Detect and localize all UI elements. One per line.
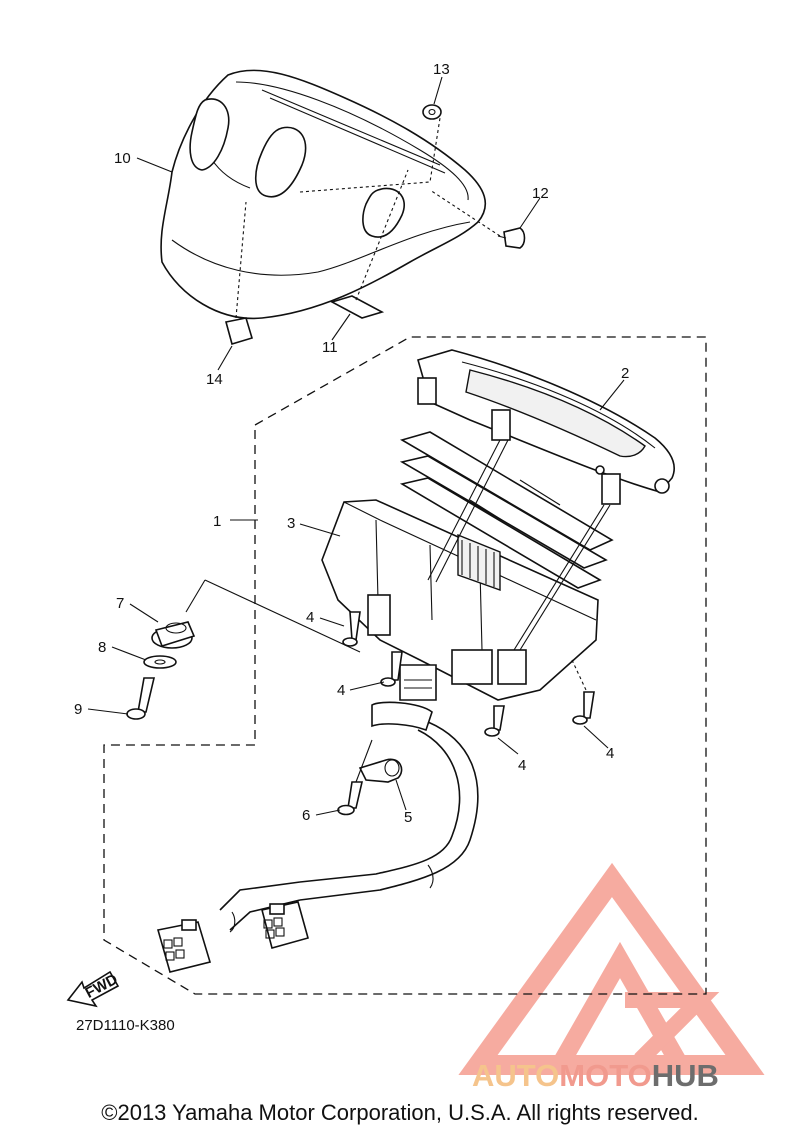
callout-7: 7 (116, 595, 124, 612)
callout-8: 8 (98, 639, 106, 656)
callout-6: 6 (302, 807, 310, 824)
callout-1: 1 (213, 513, 221, 530)
callout-4-c: 4 (518, 757, 526, 774)
callout-10: 10 (114, 150, 131, 167)
callout-11: 11 (322, 339, 338, 356)
plate-part-11 (329, 169, 409, 319)
screw-part-12 (429, 189, 526, 249)
automotohub-logo: AUTOMOTOHUB (472, 1058, 719, 1093)
logo-text-auto: AUTO (472, 1058, 559, 1093)
callout-3: 3 (287, 515, 295, 532)
callout-2: 2 (621, 365, 629, 382)
fwd-arrow-icon: FWD (66, 971, 121, 1008)
callout-9: 9 (74, 701, 82, 718)
callout-4-d: 4 (606, 745, 614, 762)
assembly-boundary (103, 336, 707, 995)
alignment-lines (185, 439, 611, 691)
screw-part-4-c (484, 705, 505, 737)
screw-part-9 (126, 677, 156, 720)
copyright-notice: ©2013 Yamaha Motor Corporation, U.S.A. A… (101, 1100, 699, 1125)
screw-part-4-d (572, 691, 595, 725)
screw-part-4-a (342, 611, 361, 647)
diagram-code: 27D1110-K380 (76, 1017, 175, 1034)
meter-cover-part-10 (160, 69, 487, 320)
logo-text-moto: MOTO (559, 1058, 651, 1093)
svg-text:AUTOMOTOHUB: AUTOMOTOHUB (472, 1058, 719, 1093)
callout-13: 13 (433, 61, 450, 78)
screw-part-6 (337, 739, 373, 816)
upper-case-part-2 (417, 349, 676, 505)
fwd-label: FWD (82, 971, 120, 1002)
lower-case-part-3 (321, 499, 599, 701)
callout-leaders (87, 76, 625, 816)
callout-labels: 1 2 3 4 4 4 4 5 6 7 8 9 10 11 12 13 14 (74, 61, 629, 826)
callout-12: 12 (532, 185, 549, 202)
wire-harness (219, 701, 479, 933)
damper-part-7 (151, 621, 196, 649)
callout-5: 5 (404, 809, 412, 826)
clamp-part-5 (358, 758, 403, 783)
watermark-logo (458, 862, 765, 1075)
callout-14: 14 (206, 371, 223, 388)
connector-left (156, 919, 212, 973)
clip-part-14 (225, 201, 253, 346)
callout-4-b: 4 (337, 682, 345, 699)
connector-right (261, 901, 309, 949)
grommet-part-13 (422, 104, 442, 120)
callout-4-a: 4 (306, 609, 314, 626)
washer-part-8 (143, 655, 177, 669)
logo-text-hub: HUB (652, 1058, 719, 1093)
circuit-boards (399, 431, 614, 589)
screw-part-4-b (380, 651, 403, 687)
